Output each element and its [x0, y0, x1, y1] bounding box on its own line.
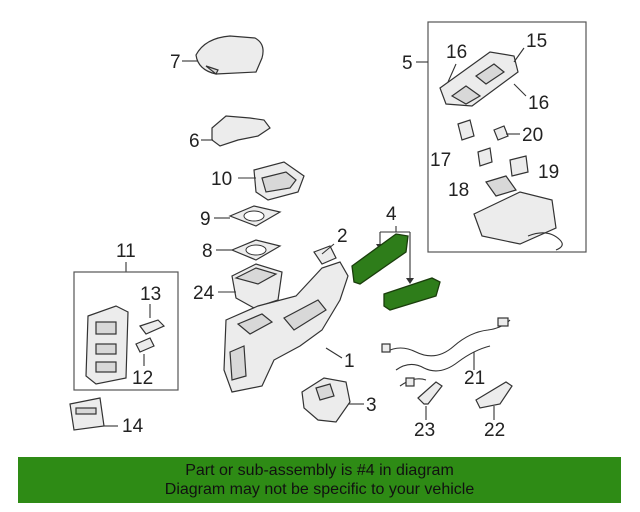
- part-1-center-console[interactable]: [223, 261, 349, 393]
- callout-6: 6: [189, 131, 200, 152]
- callout-11: 11: [116, 241, 136, 262]
- part-24-cup-holder[interactable]: [231, 263, 283, 309]
- leader-2: [321, 243, 335, 255]
- leader-1: [325, 347, 343, 359]
- leader-16a: [447, 63, 457, 83]
- part-23-bracket[interactable]: [417, 381, 443, 405]
- part-7-armrest-lid[interactable]: [195, 35, 264, 75]
- part-22-bracket[interactable]: [475, 381, 513, 409]
- callout-16b: 16: [528, 93, 549, 114]
- part-4-console-side-panels[interactable]: [351, 233, 441, 311]
- callout-4: 4: [386, 204, 397, 225]
- part-6-hinge-cover[interactable]: [211, 115, 271, 147]
- callout-18: 18: [448, 180, 469, 201]
- callout-8: 8: [202, 241, 213, 262]
- callout-15: 15: [526, 31, 547, 52]
- part-5-base-frame[interactable]: [473, 175, 563, 251]
- banner-line-2: Diagram may not be specific to your vehi…: [164, 481, 475, 498]
- part-13-switch[interactable]: [139, 319, 166, 335]
- leader-16b: [513, 83, 527, 97]
- callout-10: 10: [211, 169, 232, 190]
- assembly-box-11: [73, 271, 179, 391]
- part-9-mat[interactable]: [228, 205, 282, 227]
- callout-23: 23: [414, 420, 435, 441]
- callout-5: 5: [402, 53, 413, 74]
- callout-13: 13: [140, 284, 161, 305]
- leader-15: [513, 47, 525, 63]
- part-20-connector[interactable]: [493, 125, 509, 141]
- part-8-mat[interactable]: [230, 239, 282, 261]
- callout-20: 20: [522, 125, 543, 146]
- callout-22: 22: [484, 420, 505, 441]
- callout-12: 12: [132, 368, 153, 389]
- part-11-switch-panel[interactable]: [85, 305, 129, 385]
- callout-2: 2: [337, 226, 348, 247]
- part-2-clip[interactable]: [313, 245, 337, 265]
- callout-17: 17: [430, 150, 451, 171]
- callout-16a: 16: [446, 42, 467, 63]
- part-12-switch[interactable]: [135, 337, 155, 353]
- notice-banner: Part or sub-assembly is #4 in diagram Di…: [18, 457, 621, 503]
- callout-9: 9: [200, 209, 211, 230]
- banner-line-1: Part or sub-assembly is #4 in diagram: [185, 462, 454, 479]
- part-3-bracket[interactable]: [301, 377, 351, 423]
- assembly-box-5: [427, 21, 587, 253]
- callout-19: 19: [538, 162, 559, 183]
- part-14-plate[interactable]: [69, 397, 105, 431]
- callout-1: 1: [344, 351, 355, 372]
- callout-21: 21: [464, 368, 485, 389]
- callout-3: 3: [366, 395, 377, 416]
- callout-14: 14: [122, 416, 144, 437]
- part-15-bezel[interactable]: [439, 51, 519, 107]
- part-17-switch[interactable]: [457, 119, 475, 141]
- part-21-wiring-harness[interactable]: [381, 317, 511, 387]
- banner-background: [18, 457, 621, 503]
- part-10-storage-tray[interactable]: [253, 161, 305, 201]
- callout-24: 24: [193, 283, 215, 304]
- callout-7: 7: [170, 52, 181, 73]
- part-18-socket[interactable]: [477, 147, 493, 167]
